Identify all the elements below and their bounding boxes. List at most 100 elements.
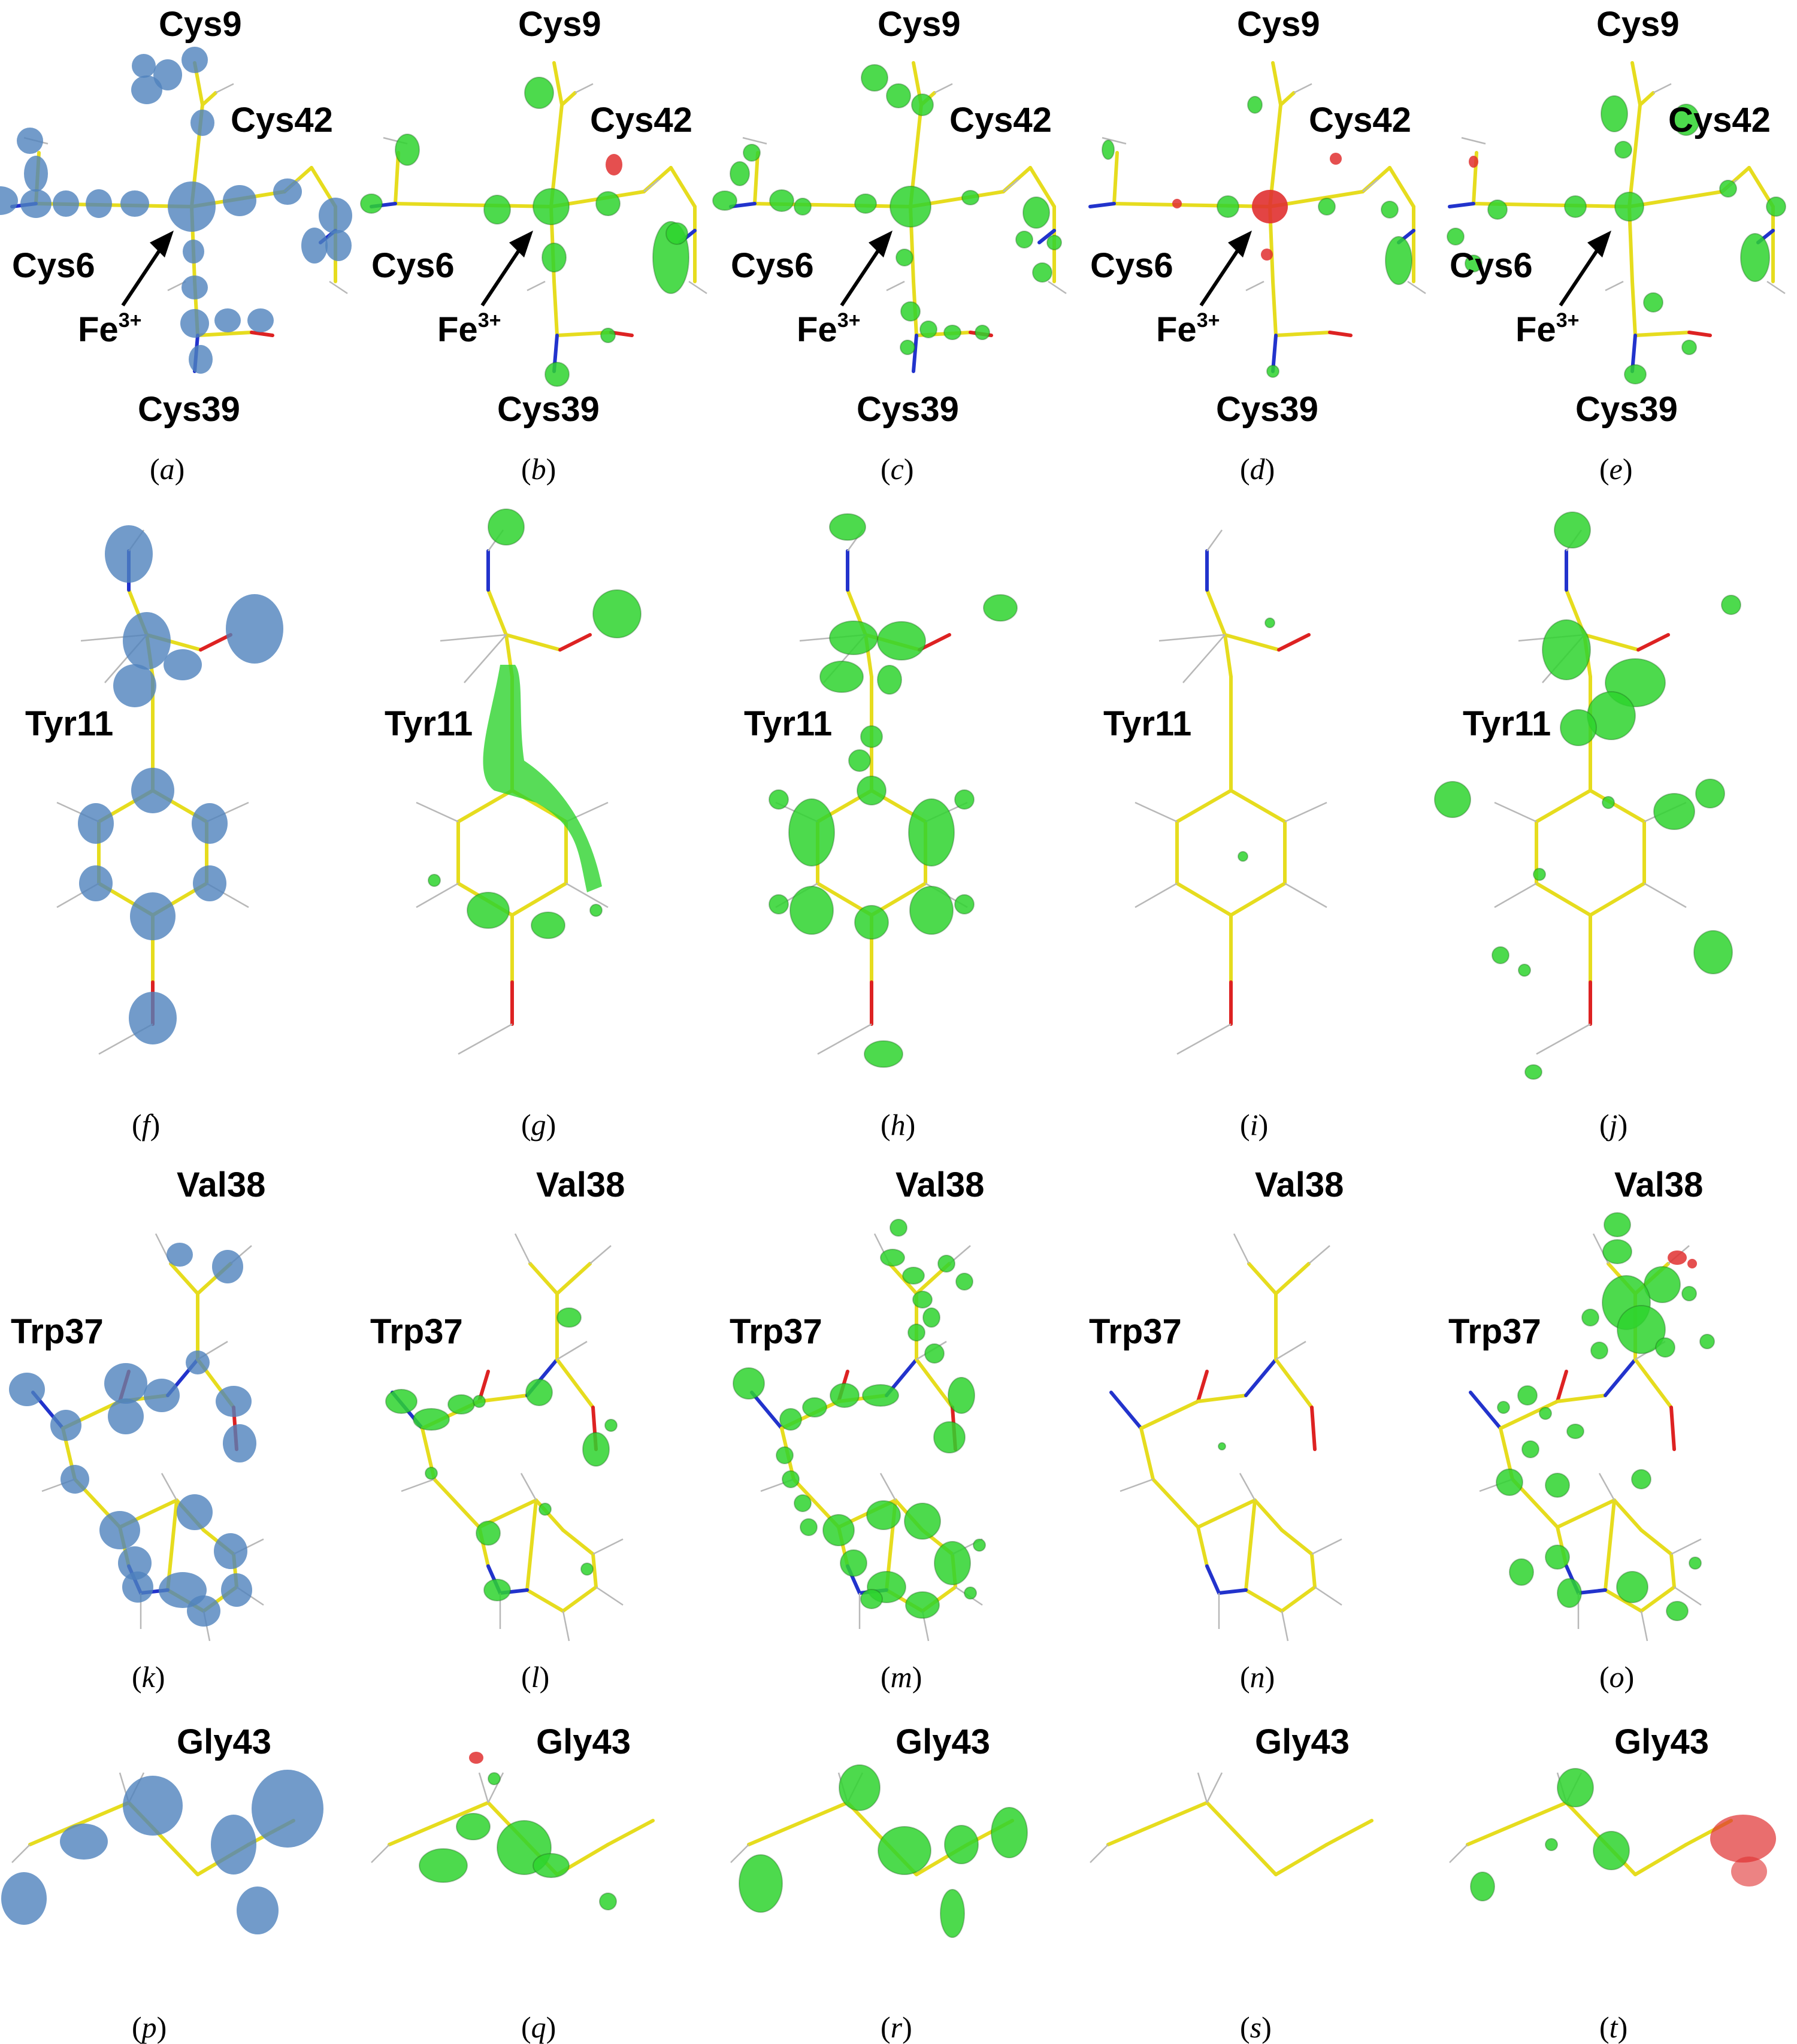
blue-density-blob — [86, 189, 112, 218]
green-density-blob — [1655, 1337, 1675, 1358]
green-density-blob — [1602, 796, 1615, 809]
bond — [1577, 1588, 1607, 1595]
hydrogen-bond — [527, 280, 546, 292]
blue-density-blob — [183, 240, 204, 264]
hydrogen-bond — [742, 137, 767, 145]
green-density-blob — [395, 134, 420, 166]
label-gly43: Gly43 — [1255, 1722, 1350, 1761]
green-density-blob — [1681, 1286, 1697, 1301]
blue-density-blob — [168, 181, 216, 232]
blue-density-blob — [177, 1494, 213, 1530]
green-density-blob — [1381, 201, 1399, 219]
green-density-blob — [973, 1539, 986, 1552]
hydrogen-bond — [643, 179, 659, 192]
bond — [201, 91, 217, 107]
green-density-blob — [1614, 141, 1632, 159]
bond — [555, 1358, 595, 1409]
green-density-blob — [1766, 196, 1786, 217]
fe-charge: 3+ — [118, 309, 142, 332]
fe-symbol: Fe — [1156, 310, 1197, 349]
red-density-blob — [1469, 156, 1478, 168]
bond — [1556, 1370, 1568, 1403]
blue-density-blob — [118, 1546, 152, 1580]
blue-density-blob — [17, 128, 43, 154]
bond — [1687, 331, 1712, 337]
label-val38: Val38 — [536, 1165, 625, 1204]
green-density-blob — [794, 198, 812, 216]
panel-caption: (p) — [132, 2010, 167, 2044]
green-density-blob — [900, 340, 915, 355]
green-density-blob — [1496, 1468, 1523, 1496]
green-density-blob — [769, 789, 789, 810]
bond — [1244, 1498, 1257, 1592]
bond — [1271, 280, 1278, 337]
green-density-blob — [954, 894, 975, 914]
blue-density-blob — [180, 309, 209, 338]
hydrogen-bond — [371, 1844, 390, 1863]
green-density-blob — [769, 894, 789, 914]
hydrogen-bond — [416, 801, 459, 823]
blue-density-blob — [144, 1379, 180, 1412]
fe-charge: 3+ — [837, 309, 861, 332]
label-val38: Val38 — [1255, 1165, 1344, 1204]
green-density-blob — [822, 1514, 855, 1546]
panel-caption: (f) — [132, 1108, 161, 1141]
green-density-blob — [712, 190, 737, 211]
green-density-blob — [904, 1503, 941, 1540]
green-density-blob — [829, 513, 866, 541]
green-density-blob — [1672, 104, 1700, 136]
blue-density-blob — [9, 1373, 45, 1406]
bond — [1112, 202, 1272, 208]
green-density-blob — [912, 1291, 933, 1309]
bond — [1325, 1819, 1374, 1846]
green-density-blob — [1614, 192, 1644, 222]
hydrogen-bond — [416, 882, 459, 909]
bond — [669, 166, 697, 208]
hydrogen-bond — [478, 1772, 489, 1803]
green-density-blob — [857, 776, 887, 806]
blue-density-blob — [211, 1815, 256, 1875]
blue-density-blob — [181, 275, 208, 299]
bond — [525, 1588, 565, 1613]
bond — [199, 633, 232, 652]
label-fe3plus: Fe3+ — [797, 310, 860, 347]
label-tyr11: Tyr11 — [385, 704, 473, 743]
bond — [1669, 1406, 1676, 1451]
fe-arrow — [121, 241, 167, 307]
hydrogen-bond — [1653, 83, 1672, 94]
green-density-blob — [954, 789, 975, 810]
green-density-blob — [1545, 1545, 1570, 1570]
hydrogen-bond — [1197, 1772, 1208, 1803]
hydrogen-bond — [589, 1245, 612, 1264]
bond — [1589, 789, 1646, 823]
green-density-blob — [862, 1384, 899, 1407]
bond — [394, 202, 553, 208]
bond — [1499, 1400, 1559, 1430]
panel-caption: (k) — [132, 1660, 165, 1694]
bond — [1630, 61, 1642, 107]
panel-caption: (c) — [881, 452, 914, 486]
green-density-blob — [1465, 255, 1483, 272]
bond — [1280, 1528, 1314, 1556]
label-cys6: Cys6 — [12, 246, 95, 285]
blue-density-blob — [123, 1776, 183, 1836]
hydrogen-bond — [1003, 179, 1019, 192]
blue-density-blob — [301, 228, 328, 264]
bond — [388, 1801, 490, 1846]
green-density-blob — [854, 193, 877, 214]
green-density-blob — [582, 1432, 610, 1467]
green-density-blob — [1617, 1305, 1666, 1354]
green-density-blob — [1539, 1407, 1552, 1420]
label-cys42: Cys42 — [590, 101, 692, 140]
bond — [1604, 1358, 1637, 1397]
green-density-blob — [1102, 140, 1115, 160]
bond — [1280, 1585, 1317, 1613]
green-density-blob — [360, 193, 383, 214]
green-density-blob — [533, 188, 570, 225]
label-tyr11: Tyr11 — [1463, 704, 1551, 743]
green-density-blob — [829, 620, 878, 655]
green-density-blob — [964, 1586, 977, 1600]
green-density-blob — [1689, 1557, 1702, 1570]
green-density-blob — [730, 161, 750, 186]
blue-density-blob — [20, 189, 52, 218]
